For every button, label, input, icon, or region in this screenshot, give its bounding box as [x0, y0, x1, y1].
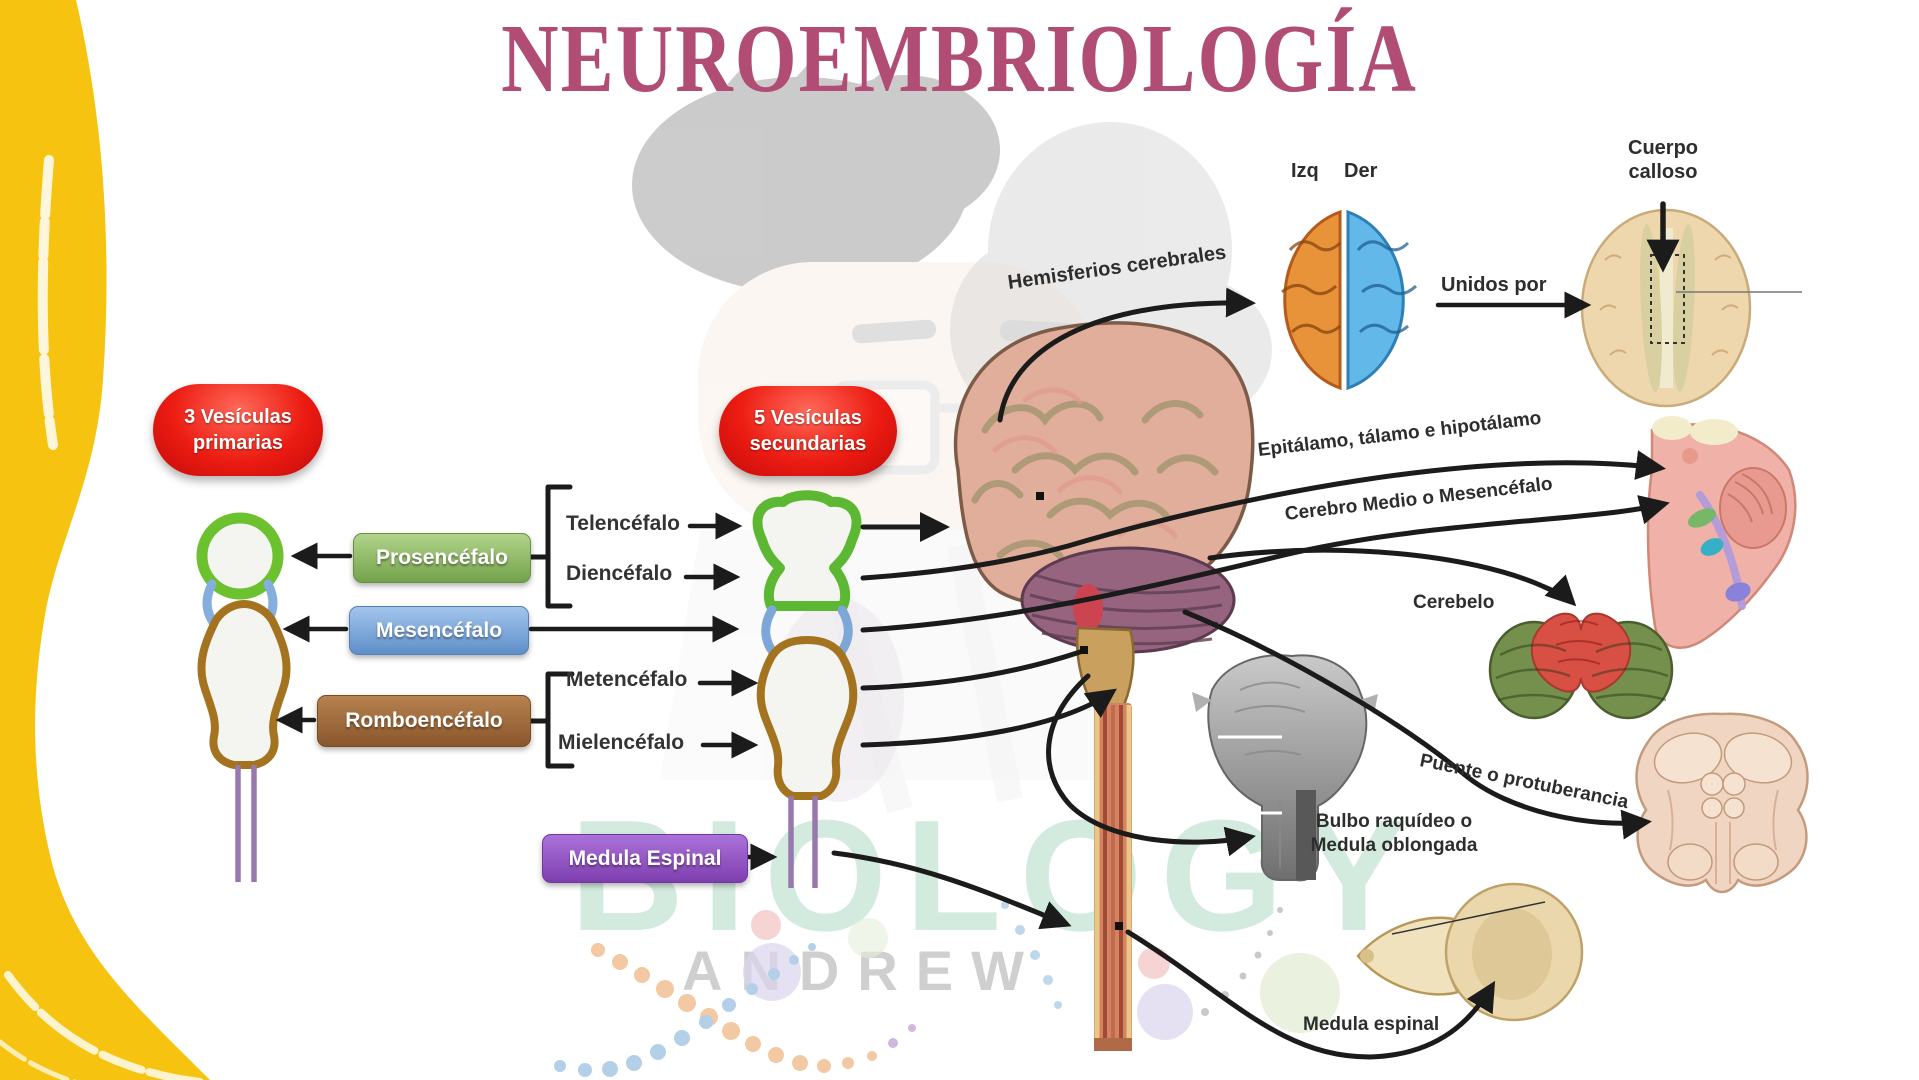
curve-metencefalo-brainstem: [860, 649, 1083, 691]
curve-mielencefalo-brainstem: [860, 688, 1117, 748]
label-metencefalo: Metencéfalo: [566, 668, 688, 691]
cuerpo-calloso-line1: Cuerpo: [1628, 137, 1698, 159]
brush-stroke: [37, 155, 58, 450]
label-diencefalo: Diencéfalo: [566, 562, 673, 585]
spinal-cord: [1094, 703, 1132, 1051]
brain-lateral-illustration: [953, 321, 1255, 1051]
label-prosencefalo: Prosencéfalo: [353, 533, 531, 583]
badge-primary-line2: primarias: [192, 432, 284, 454]
bulbo-line2: Medula oblongada: [1310, 835, 1478, 856]
label-mesencefalo: Mesencéfalo: [349, 606, 529, 655]
pons-illustration: [1635, 712, 1809, 894]
label-medula-espinal-bottom: Medula espinal: [1303, 1014, 1440, 1035]
label-romboencefalo: Romboencéfalo: [317, 695, 531, 747]
badge-secondary-line1: 5 Vesículas: [754, 407, 862, 429]
curve-cerebro-medio: [860, 495, 1670, 633]
corpus-callosum-illustration: [1580, 208, 1802, 408]
bracket-romboencefalo: [528, 671, 575, 769]
curve-medula-cross-section: [1125, 929, 1496, 1060]
badge-primary-line1: 3 Vesículas: [184, 406, 292, 428]
junction-markers: [1036, 492, 1123, 930]
badge-secondary-vesicles: 5 Vesículas secundarias: [719, 386, 897, 476]
curve-epitalamo: [860, 450, 1666, 581]
curve-cord: [831, 850, 1072, 930]
curve-hemisferios: [997, 287, 1256, 423]
label-mielencefalo: Mielencéfalo: [558, 731, 685, 754]
decorative-dots: [554, 901, 1340, 1077]
brush-stroke: [4, 971, 204, 1080]
sagittal-section-illustration: [1646, 416, 1797, 649]
curve-puente: [1182, 609, 1652, 840]
label-cerebelo: Cerebelo: [1413, 592, 1495, 613]
label-cuerpo-calloso: Cuerpo calloso: [1598, 136, 1728, 184]
arrows: [275, 201, 1680, 1060]
brush-stroke: [0, 1039, 77, 1080]
medulla-illustration: [1192, 654, 1378, 882]
curve-cerebelo: [1207, 547, 1577, 607]
embryo-three-vesicles: [196, 512, 291, 882]
curve-bulbo: [1046, 673, 1256, 857]
label-telencefalo: Telencéfalo: [566, 512, 680, 535]
bracket-prosencefalo: [528, 484, 573, 609]
brain-top-view-hemispheres: [1281, 209, 1418, 391]
badge-primary-vesicles: 3 Vesículas primarias: [153, 384, 323, 476]
label-medula-espinal: Medula Espinal: [542, 834, 748, 883]
embryo-five-vesicles: [752, 490, 862, 888]
bulbo-line1: Bulbo raquídeo o: [1315, 811, 1473, 832]
page-title: NEUROEMBRIOLOGÍA: [501, 3, 1418, 112]
label-izq: Izq: [1291, 160, 1319, 182]
cuerpo-calloso-line2: calloso: [1628, 161, 1698, 183]
badge-secondary-line2: secundarias: [749, 433, 867, 455]
label-unidos-por: Unidos por: [1441, 274, 1547, 296]
spinal-cross-section-illustration: [1356, 882, 1584, 1022]
label-bulbo: Bulbo raquídeo o Medula oblongada: [1302, 810, 1486, 858]
label-der: Der: [1344, 160, 1378, 182]
yellow-swoosh: [0, 0, 210, 1080]
cerebellum-illustration: [1488, 612, 1674, 720]
